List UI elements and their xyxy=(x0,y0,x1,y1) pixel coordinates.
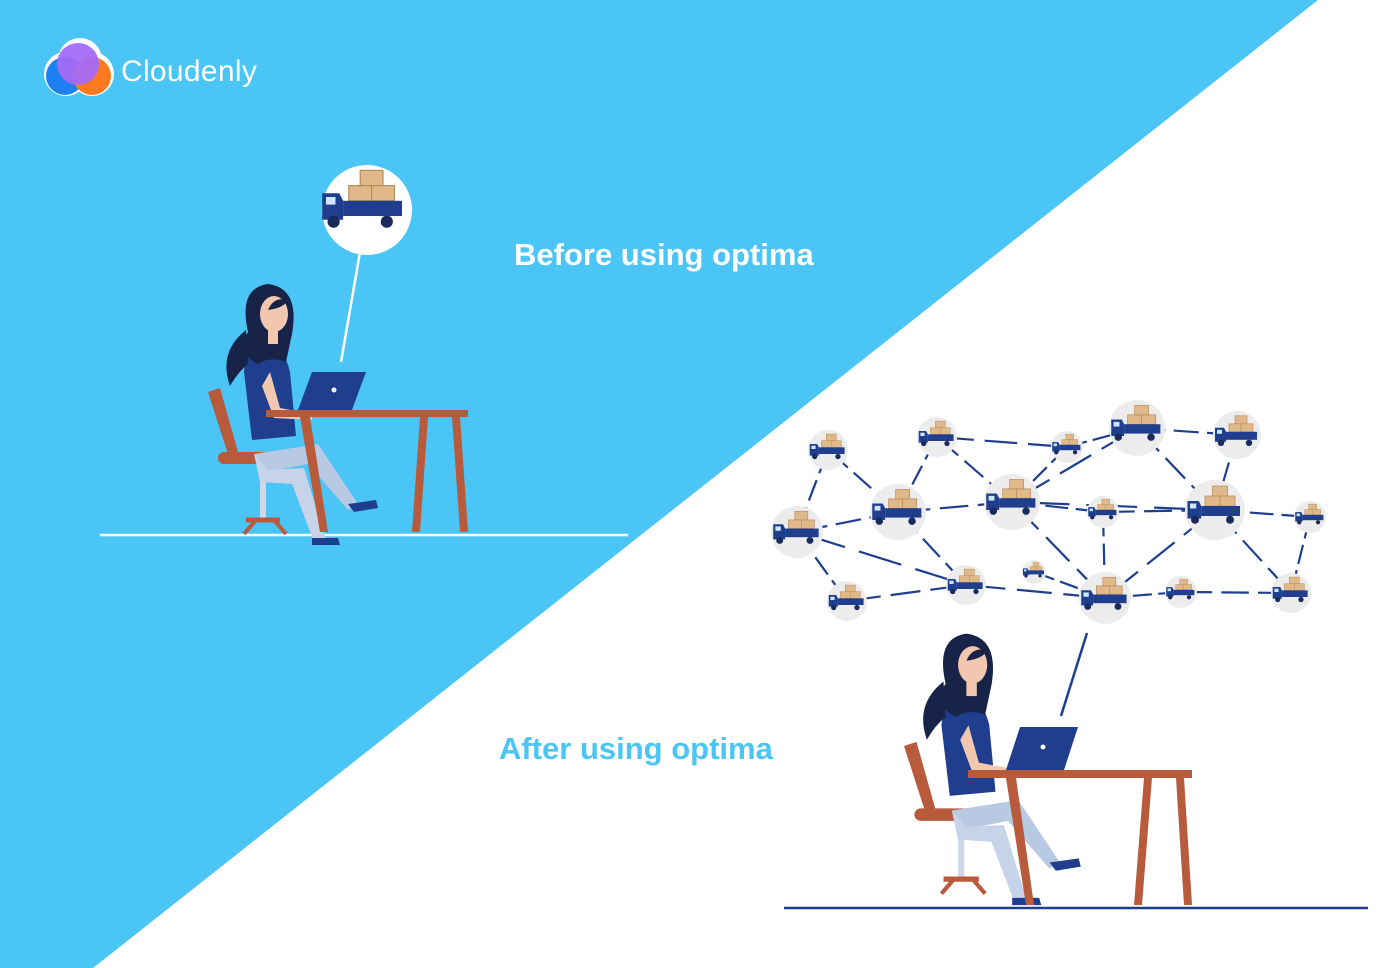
network-link xyxy=(963,460,984,478)
delivery-truck-icon xyxy=(808,430,848,470)
network-link xyxy=(890,590,921,597)
network-link xyxy=(852,471,872,490)
network-link xyxy=(807,479,818,501)
delivery-truck-icon xyxy=(1165,576,1197,608)
sky-blue-diagonal-panel xyxy=(0,0,1318,968)
network-link xyxy=(1173,429,1199,434)
laptop-icon xyxy=(298,372,366,410)
network-link xyxy=(939,504,969,510)
before-heading: Before using optima xyxy=(514,237,814,272)
network-link xyxy=(1045,536,1071,562)
delivery-truck-icon xyxy=(1294,501,1326,533)
network-link xyxy=(1242,539,1263,562)
delivery-truck-icon xyxy=(1079,572,1131,624)
desk-top xyxy=(266,410,468,417)
network-link xyxy=(1102,543,1106,566)
laptop-icon xyxy=(1006,727,1078,770)
network-link xyxy=(1297,544,1305,565)
network-link xyxy=(1144,509,1173,513)
network-link xyxy=(911,465,924,486)
delivery-truck-icon xyxy=(1185,480,1245,540)
network-link xyxy=(1132,593,1152,597)
network-link xyxy=(814,556,829,576)
worker-at-desk-before xyxy=(100,284,628,545)
network-link xyxy=(835,518,862,526)
network-link xyxy=(1045,504,1069,510)
cloud-logo-icon xyxy=(44,38,114,96)
delivery-truck-icon xyxy=(1022,560,1046,584)
delivery-truck-icon xyxy=(1213,411,1261,459)
network-link xyxy=(1146,541,1176,566)
truck-network xyxy=(771,400,1326,624)
brand-name: Cloudenly xyxy=(121,55,258,88)
delivery-truck-icon xyxy=(946,565,986,605)
connection-line xyxy=(1059,632,1089,717)
network-link xyxy=(922,538,941,558)
network-link xyxy=(984,439,1018,445)
delivery-truck-icon xyxy=(1087,496,1119,528)
delivery-truck-icon xyxy=(1051,431,1083,463)
delivery-truck-icon xyxy=(870,484,926,540)
connection-line xyxy=(339,251,362,363)
desk-top xyxy=(968,770,1192,778)
network-link xyxy=(1059,454,1092,475)
network-link xyxy=(1016,588,1052,595)
worker-at-desk-after xyxy=(784,634,1368,910)
network-link xyxy=(1164,457,1186,480)
after-heading: After using optima xyxy=(499,731,773,766)
network-link xyxy=(1059,580,1079,590)
network-link xyxy=(1092,434,1111,442)
network-link xyxy=(858,550,902,566)
delivery-truck-icon xyxy=(917,417,957,457)
delivery-truck-icon xyxy=(827,581,867,621)
delivery-truck-icon xyxy=(771,506,823,558)
network-link xyxy=(1249,511,1274,516)
delivery-truck-icon xyxy=(984,474,1040,530)
delivery-truck-icon xyxy=(1109,400,1165,456)
network-link xyxy=(1222,462,1230,482)
delivery-truck-icon xyxy=(1271,573,1311,613)
network-link xyxy=(1032,466,1048,482)
